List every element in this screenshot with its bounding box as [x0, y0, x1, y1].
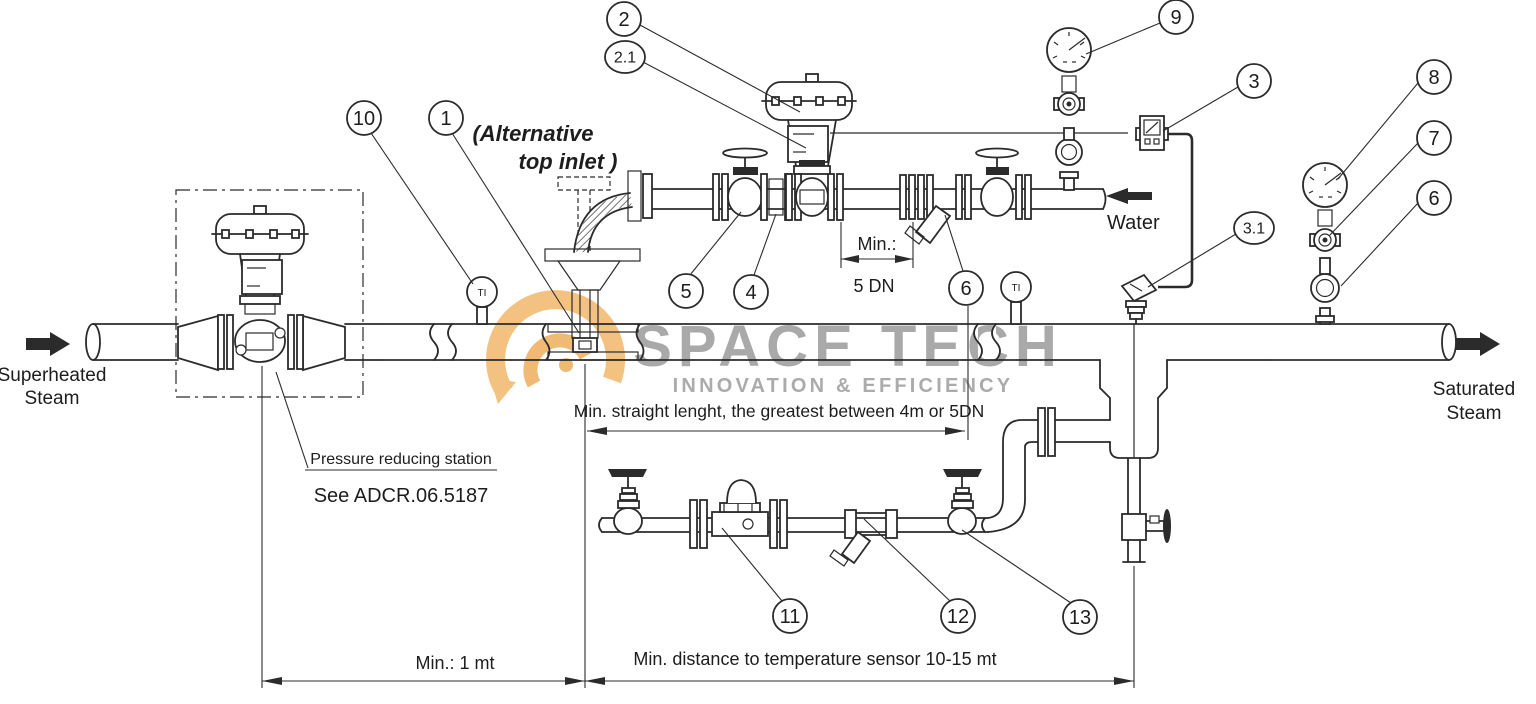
balloon-7-gauge-valve: 7	[1328, 120, 1452, 237]
svg-text:3.1: 3.1	[1243, 221, 1265, 238]
alt-inlet-label-line2: top inlet )	[519, 149, 618, 174]
temperature-sensor	[1120, 273, 1158, 325]
svg-text:7: 7	[1428, 128, 1439, 150]
prs-note: Pressure reducing station See ADCR.06.51…	[275, 371, 497, 507]
svg-text:1: 1	[440, 108, 451, 130]
gauge-valve-icon	[1309, 228, 1341, 252]
inlet-label-line1: Superheated	[0, 365, 106, 386]
balloon-11-steam-trap: 11	[721, 527, 808, 634]
svg-text:8: 8	[1428, 67, 1439, 89]
water-label: Water	[1107, 212, 1160, 234]
water-y-strainer	[904, 174, 972, 245]
signal-cable	[1158, 132, 1194, 289]
prs-ref: See ADCR.06.5187	[314, 485, 489, 507]
pressure-reducing-valve	[177, 205, 346, 372]
svg-text:4: 4	[745, 282, 756, 304]
balloon-5-isolation-valve: 5	[668, 211, 742, 309]
outlet-label-line1: Saturated	[1433, 379, 1515, 400]
water-control-valve	[761, 73, 857, 221]
svg-text:2.1: 2.1	[614, 50, 636, 67]
water-isolation-valve-upstream	[712, 147, 768, 221]
inlet-label-line2: Steam	[25, 388, 80, 409]
condensate-tee	[1099, 324, 1168, 515]
balloon-2-control-valve: 2	[606, 1, 801, 113]
svg-text:9: 9	[1170, 7, 1181, 29]
steam-pressure-gauge-assembly	[1302, 162, 1348, 325]
watermark-tagline: INNOVATION & EFFICIENCY	[673, 375, 1014, 397]
water-line	[627, 170, 1107, 222]
svg-text:3: 3	[1248, 71, 1259, 93]
balloon-9-water-pressure-gauge: 9	[1085, 0, 1194, 55]
balloon-6-y-strainer: 6	[944, 214, 984, 306]
straight-length-label: Min. straight lenght, the greatest betwe…	[574, 401, 985, 421]
min-1mt-label: Min.: 1 mt	[415, 653, 494, 673]
pressure-reducing-station-box	[175, 189, 364, 398]
injection-nozzle	[544, 248, 641, 353]
dimension-bottom: Min.: 1 mt Min. distance to temperature …	[261, 364, 1135, 688]
water-pressure-gauge-assembly	[1046, 27, 1092, 191]
dimension-straight-length: Min. straight lenght, the greatest betwe…	[574, 306, 985, 440]
balloon-8-steam-pressure-gauge: 8	[1337, 59, 1452, 180]
thermometer-upstream-icon: TI	[466, 276, 498, 325]
svg-text:12: 12	[947, 606, 969, 628]
condensate-outlet-valve	[943, 469, 982, 535]
dim-5dn-value: 5 DN	[853, 276, 894, 296]
trap-isolation-valve	[608, 469, 647, 535]
main-steam-pipe	[85, 323, 1457, 361]
water-isolation-valve-downstream	[975, 147, 1032, 220]
balloon-12-check-strainer: 12	[863, 518, 976, 634]
balloon-2-1-positioner: 2.1	[604, 40, 807, 149]
svg-text:6: 6	[960, 278, 971, 300]
svg-text:11: 11	[780, 606, 801, 628]
blowdown-valve	[1121, 509, 1171, 563]
svg-text:13: 13	[1069, 607, 1091, 629]
water-arrow-icon	[1106, 188, 1152, 204]
svg-text:6: 6	[1428, 188, 1439, 210]
prs-title: Pressure reducing station	[310, 451, 491, 468]
balloon-10-thermometer: 10	[346, 100, 474, 285]
balloon-4-check-valve: 4	[733, 213, 777, 310]
spool-flanges	[899, 174, 916, 220]
thermometer-tag: TI	[478, 288, 487, 299]
thermometer-downstream-icon: TI	[1000, 271, 1032, 325]
balloon-13-condensate-valve: 13	[961, 529, 1098, 635]
temp-distance-label: Min. distance to temperature sensor 10-1…	[633, 649, 996, 669]
valve-positioner	[787, 125, 829, 163]
pressure-gauge-icon	[1046, 27, 1092, 73]
condensate-check-strainer	[829, 509, 898, 567]
gauge-valve-icon	[1053, 92, 1085, 116]
controller	[1135, 115, 1169, 151]
svg-text:5: 5	[680, 281, 691, 303]
balloon-3-1-temperature-sensor: 3.1	[1147, 211, 1275, 288]
pressure-gauge-icon	[1302, 162, 1348, 208]
balloon-1-injection-nozzle: 1	[428, 100, 580, 334]
dimension-5dn: Min.: 5 DN	[840, 222, 914, 296]
balloon-3-controller: 3	[1162, 63, 1272, 132]
steam-trap	[689, 479, 788, 549]
steam-inlet-arrow-icon	[26, 332, 70, 356]
svg-text:10: 10	[353, 108, 375, 130]
alt-inlet-label-line1: (Alternative	[472, 121, 593, 146]
injection-hose	[573, 192, 633, 253]
steam-outlet-arrow-icon	[1456, 332, 1500, 356]
svg-text:2: 2	[618, 9, 629, 31]
thermometer-tag: TI	[1012, 283, 1021, 294]
outlet-label-line2: Steam	[1447, 403, 1502, 424]
balloon-6-siphon: 6	[1340, 180, 1452, 287]
condensate-line	[598, 407, 1111, 533]
dim-5dn-label: Min.:	[857, 234, 896, 254]
